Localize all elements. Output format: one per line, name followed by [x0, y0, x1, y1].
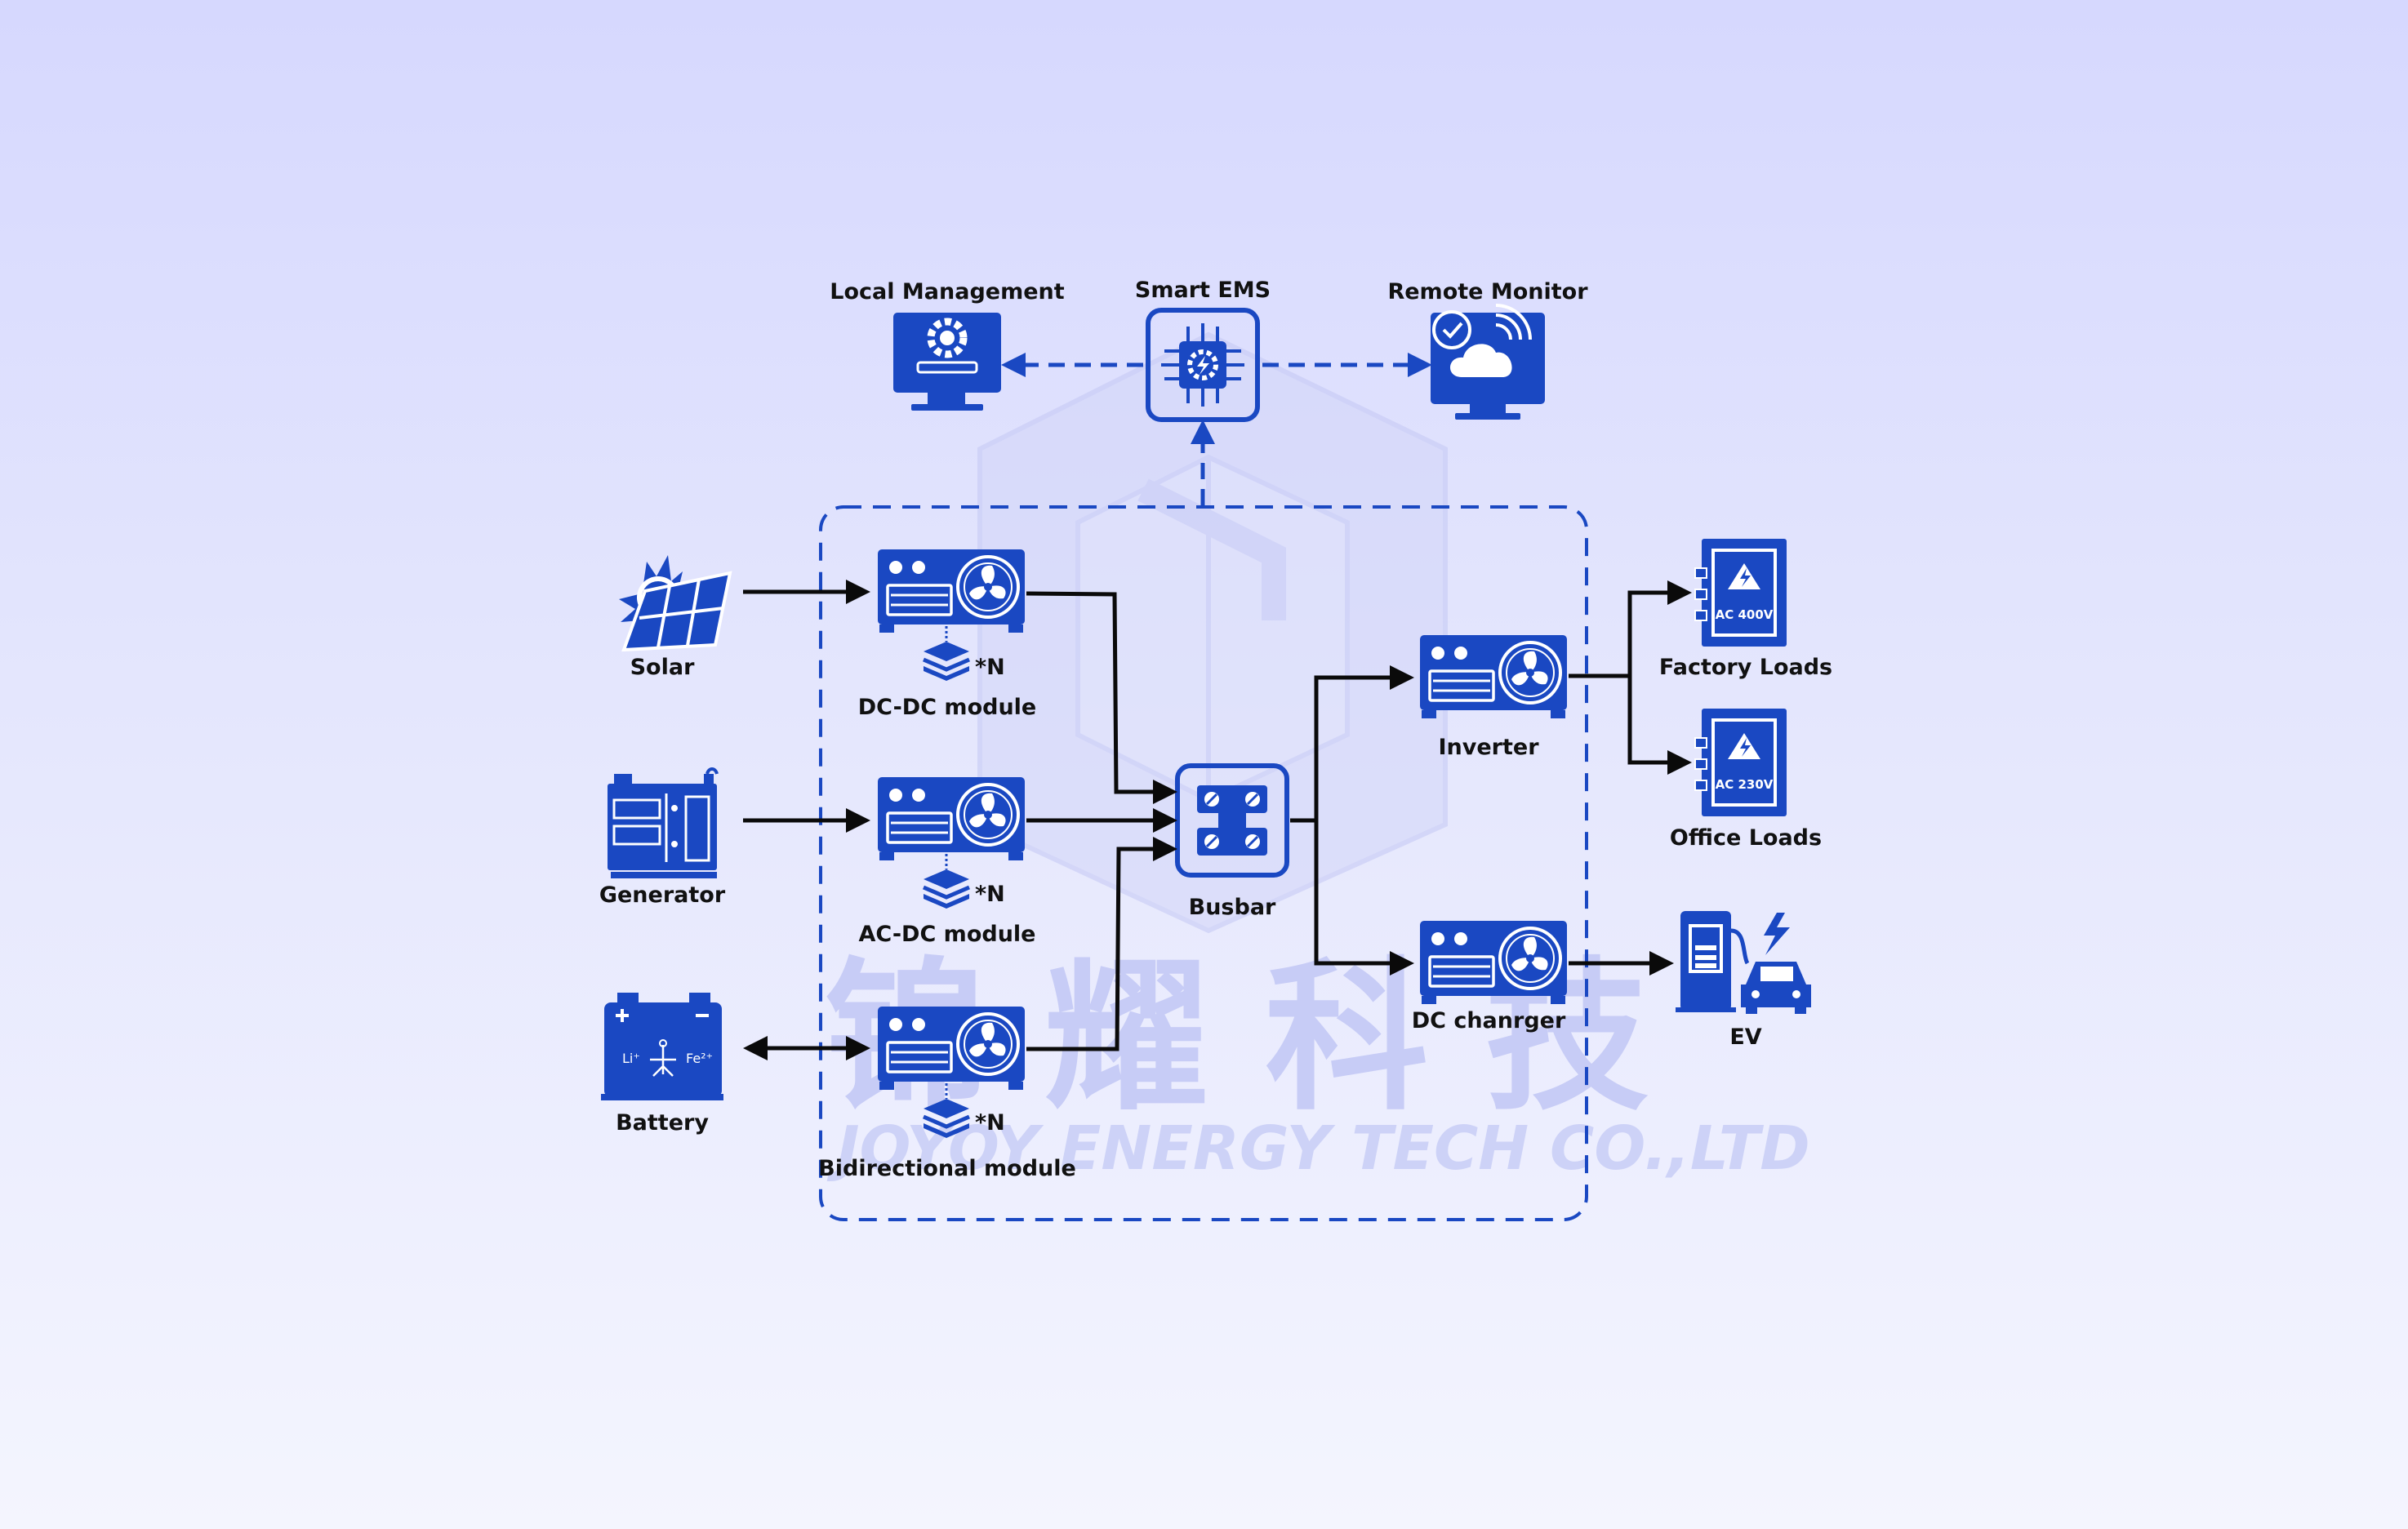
watermark-english: JOYOY ENERGY TECH CO.,LTD [826, 1113, 1810, 1184]
solar-node[interactable]: Solar [619, 555, 732, 680]
power-module-icon [876, 776, 1026, 862]
power-module-icon [876, 548, 1026, 634]
bidirectional-module-node[interactable]: *N Bidirectional module [818, 1005, 1076, 1181]
inverter-node[interactable]: Inverter [1418, 633, 1569, 760]
remote-monitor-node[interactable]: Remote Monitor [1387, 279, 1588, 420]
power-module-icon [1418, 919, 1569, 1006]
system-enclosure [819, 505, 1588, 1221]
busbar-node[interactable]: Busbar [1175, 763, 1289, 920]
watermark [977, 331, 1448, 934]
acdc-multiplier: *N [975, 882, 1005, 907]
office-loads-label: Office Loads [1670, 825, 1822, 851]
dcdc-module-label: DC-DC module [858, 695, 1036, 720]
factory-loads-label: Factory Loads [1659, 655, 1832, 680]
bidirectional-to-busbar-line [1026, 837, 1177, 1051]
acdc-module-node[interactable]: *N AC-DC module [859, 776, 1036, 947]
generator-node[interactable]: Generator [599, 767, 726, 908]
dcdc-module-node[interactable]: *N DC-DC module [858, 548, 1036, 720]
stack-icon [924, 869, 969, 909]
factory-voltage: AC 400V [1716, 607, 1774, 622]
local-management-node[interactable]: Local Management [830, 279, 1065, 411]
dcdc-multiplier: *N [975, 655, 1005, 680]
smart-ems-label: Smart EMS [1135, 278, 1271, 303]
dc-charger-label: DC chanrger [1412, 1008, 1566, 1033]
busbar-to-inverter-line [1290, 665, 1414, 823]
smart-ems-node[interactable]: Smart EMS [1135, 278, 1271, 422]
busbar-label: Busbar [1189, 895, 1276, 920]
solar-label: Solar [630, 655, 695, 680]
generator-label: Generator [599, 882, 726, 908]
remote-monitor-label: Remote Monitor [1387, 279, 1588, 304]
svg-text:Fe²⁺: Fe²⁺ [686, 1051, 713, 1066]
office-voltage: AC 230V [1716, 777, 1774, 792]
busbar-to-dc-charger-line [1314, 820, 1414, 976]
local-management-label: Local Management [830, 279, 1064, 304]
dcdc-to-busbar-line [1026, 591, 1177, 804]
monitor-gear-icon [893, 313, 1001, 411]
junction-to-factory-line [1627, 580, 1692, 676]
battery-node[interactable]: Li⁺ Fe²⁺ Battery [601, 993, 723, 1136]
cloud-monitor-icon [1431, 304, 1545, 420]
acdc-module-label: AC-DC module [859, 922, 1036, 947]
ev-label: EV [1729, 1025, 1761, 1050]
distribution-panel-icon: AC 400V [1694, 537, 1788, 648]
inverter-label: Inverter [1438, 735, 1539, 760]
chip-icon [1146, 308, 1260, 422]
generator-icon [608, 767, 719, 878]
factory-loads-node[interactable]: AC 400V Factory Loads [1659, 537, 1832, 680]
svg-text:Li⁺: Li⁺ [622, 1051, 640, 1066]
ev-charger-icon [1676, 911, 1811, 1014]
stack-icon [924, 642, 969, 681]
power-module-icon [876, 1005, 1026, 1091]
busbar-icon [1175, 763, 1289, 878]
office-loads-node[interactable]: AC 230V Office Loads [1670, 707, 1822, 851]
power-module-icon [1418, 633, 1569, 720]
ev-node[interactable]: EV [1676, 911, 1811, 1050]
bidirectional-module-label: Bidirectional module [818, 1156, 1076, 1181]
distribution-panel-icon: AC 230V [1694, 707, 1788, 818]
bidirectional-multiplier: *N [975, 1110, 1005, 1136]
solar-panel-icon [619, 555, 732, 652]
dc-charger-node[interactable]: DC chanrger [1412, 919, 1569, 1033]
junction-to-office-line [1627, 676, 1692, 775]
battery-icon: Li⁺ Fe²⁺ [601, 993, 723, 1100]
battery-label: Battery [616, 1110, 709, 1136]
